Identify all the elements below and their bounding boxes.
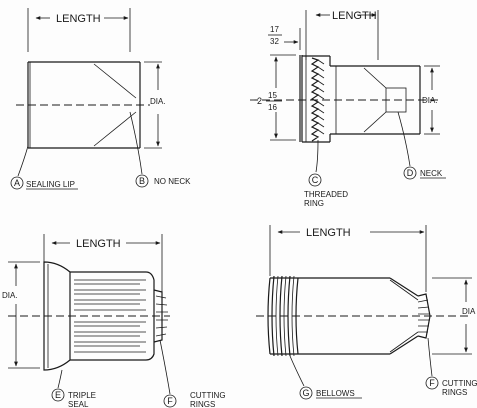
callout-text-neck: NECK	[420, 169, 443, 178]
fraction-large-numerator: 15	[268, 91, 277, 100]
length-label: LENGTH	[332, 10, 377, 22]
fraction-large-whole: 2	[257, 96, 262, 106]
callout-letter-f: F	[167, 396, 173, 406]
callout-text-bellows: BELLOWS	[316, 389, 355, 398]
fitting-body-bottom-left	[8, 261, 170, 371]
callout-letter-f: F	[429, 378, 435, 388]
callout-text-rings: RINGS	[190, 400, 215, 408]
callout-letter-c: C	[312, 175, 319, 185]
fitting-bottom-right: LENGTH	[256, 225, 477, 400]
fitting-body-top-left	[16, 61, 150, 149]
fitting-bottom-left: LENGTH DIA. E TRIPLE SEA	[2, 234, 226, 408]
fitting-body-bottom-right	[256, 277, 470, 355]
length-label: LENGTH	[56, 13, 101, 25]
fraction-small-denominator: 32	[270, 37, 279, 46]
dia-dimension-bottom-right: DIA	[432, 277, 476, 355]
callout-text-threaded: THREADED	[304, 190, 348, 199]
callout-f-bottom-right: F CUTTING RINGS	[425, 337, 477, 397]
callout-f-bottom-left: F CUTTING RINGS	[159, 339, 226, 408]
callout-text-ring: RING	[304, 199, 324, 208]
callout-letter-e: E	[55, 390, 61, 400]
callout-text-seal: SEAL	[68, 400, 89, 408]
fraction-small-dimension: 17 32	[268, 25, 301, 50]
length-dimension-top-right: LENGTH	[305, 10, 379, 60]
fitting-top-right: 17 32 LENGTH 2 15 16	[250, 10, 446, 208]
cutting-rings-bottom-left	[153, 289, 168, 343]
callout-g: G BELLOWS	[289, 355, 362, 400]
fitting-body-top-right	[250, 55, 440, 143]
callout-text-triple: TRIPLE	[68, 391, 96, 400]
fitting-top-left: LENGTH DIA. A SEALING LIP	[10, 8, 191, 190]
cutting-rings-bottom-right	[417, 293, 431, 339]
callout-b: B NO NECK	[129, 111, 191, 188]
callout-c: C THREADED RING	[304, 139, 348, 208]
fraction-large-dimension: 2 15 16	[257, 54, 296, 141]
callout-a: A SEALING LIP	[10, 145, 78, 190]
dia-label: DIA.	[422, 96, 438, 105]
length-dimension-bottom-left: LENGTH	[43, 234, 163, 292]
callout-text-rings: RINGS	[442, 388, 467, 397]
dia-dimension-bottom-left: DIA.	[2, 261, 40, 369]
dia-label: DIA.	[2, 291, 18, 300]
length-label: LENGTH	[306, 227, 351, 239]
callout-text-sealing-lip: SEALING LIP	[26, 180, 75, 189]
fraction-large-denominator: 16	[268, 103, 277, 112]
callout-text-cutting: CUTTING	[190, 391, 226, 400]
dia-dimension-top-right: DIA.	[422, 65, 440, 135]
dia-label: DIA	[462, 307, 476, 316]
dia-dimension-top-left: DIA.	[144, 61, 166, 149]
length-dimension-top-left: LENGTH	[27, 8, 131, 52]
callout-text-cutting: CUTTING	[442, 379, 477, 388]
callout-text-no-neck: NO NECK	[154, 177, 191, 186]
callout-letter-a: A	[14, 178, 20, 188]
threaded-ring	[299, 55, 325, 142]
length-label: LENGTH	[76, 238, 121, 250]
callout-d: D NECK	[397, 111, 446, 180]
callout-letter-d: D	[407, 168, 414, 178]
callout-letter-b: B	[139, 176, 145, 186]
dia-label: DIA.	[150, 97, 166, 106]
length-dimension-bottom-right: LENGTH	[269, 225, 427, 292]
callout-letter-g: G	[302, 388, 309, 398]
fraction-small-numerator: 17	[270, 25, 279, 34]
callout-e: E TRIPLE SEAL	[51, 369, 96, 408]
